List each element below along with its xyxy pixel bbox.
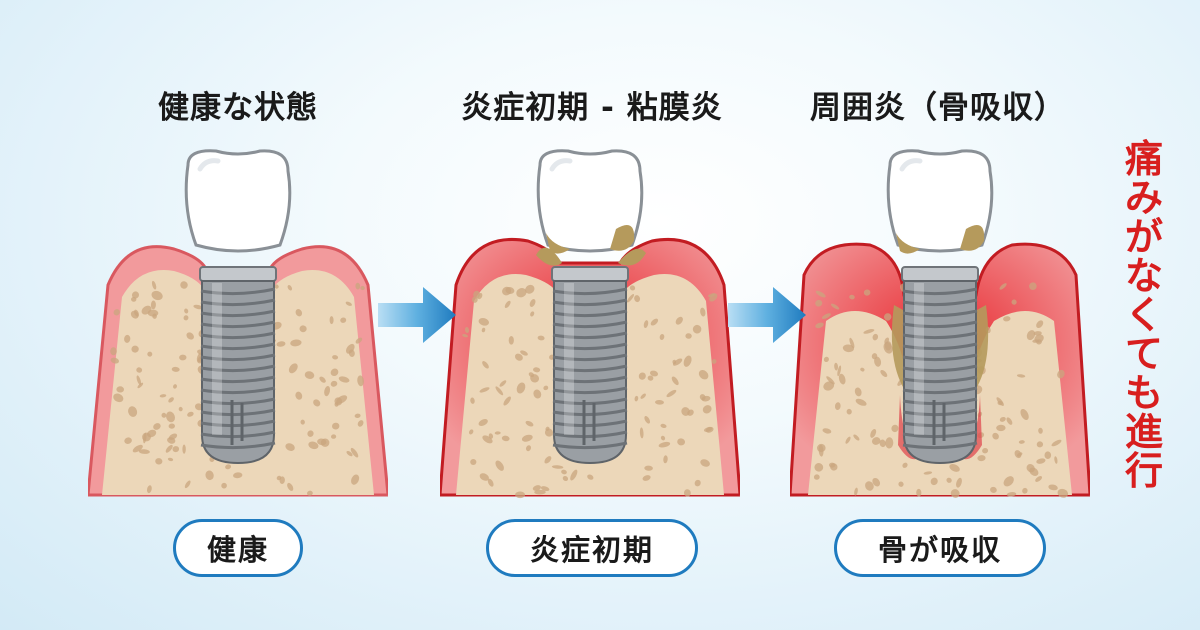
stage-title-healthy: 健康な状態 bbox=[158, 90, 318, 126]
mucositis-implant-illustration bbox=[440, 149, 740, 499]
stage-badge-bone-loss: 骨が吸収 bbox=[834, 519, 1046, 577]
stage-badge-healthy: 健康 bbox=[173, 519, 303, 577]
stage-badge-early-inflammation: 炎症初期 bbox=[486, 519, 698, 577]
progress-arrow-icon bbox=[378, 287, 456, 343]
peri-implantitis-illustration bbox=[790, 149, 1090, 498]
stage-title-mucositis: 炎症初期 - 粘膜炎 bbox=[461, 90, 723, 126]
stage-title-peri-implantitis: 周囲炎（骨吸収） bbox=[810, 90, 1066, 126]
healthy-implant-illustration bbox=[88, 149, 388, 497]
warning-side-note: 痛みがなくても進行 bbox=[1124, 137, 1163, 493]
progress-arrow-icon bbox=[728, 287, 806, 343]
